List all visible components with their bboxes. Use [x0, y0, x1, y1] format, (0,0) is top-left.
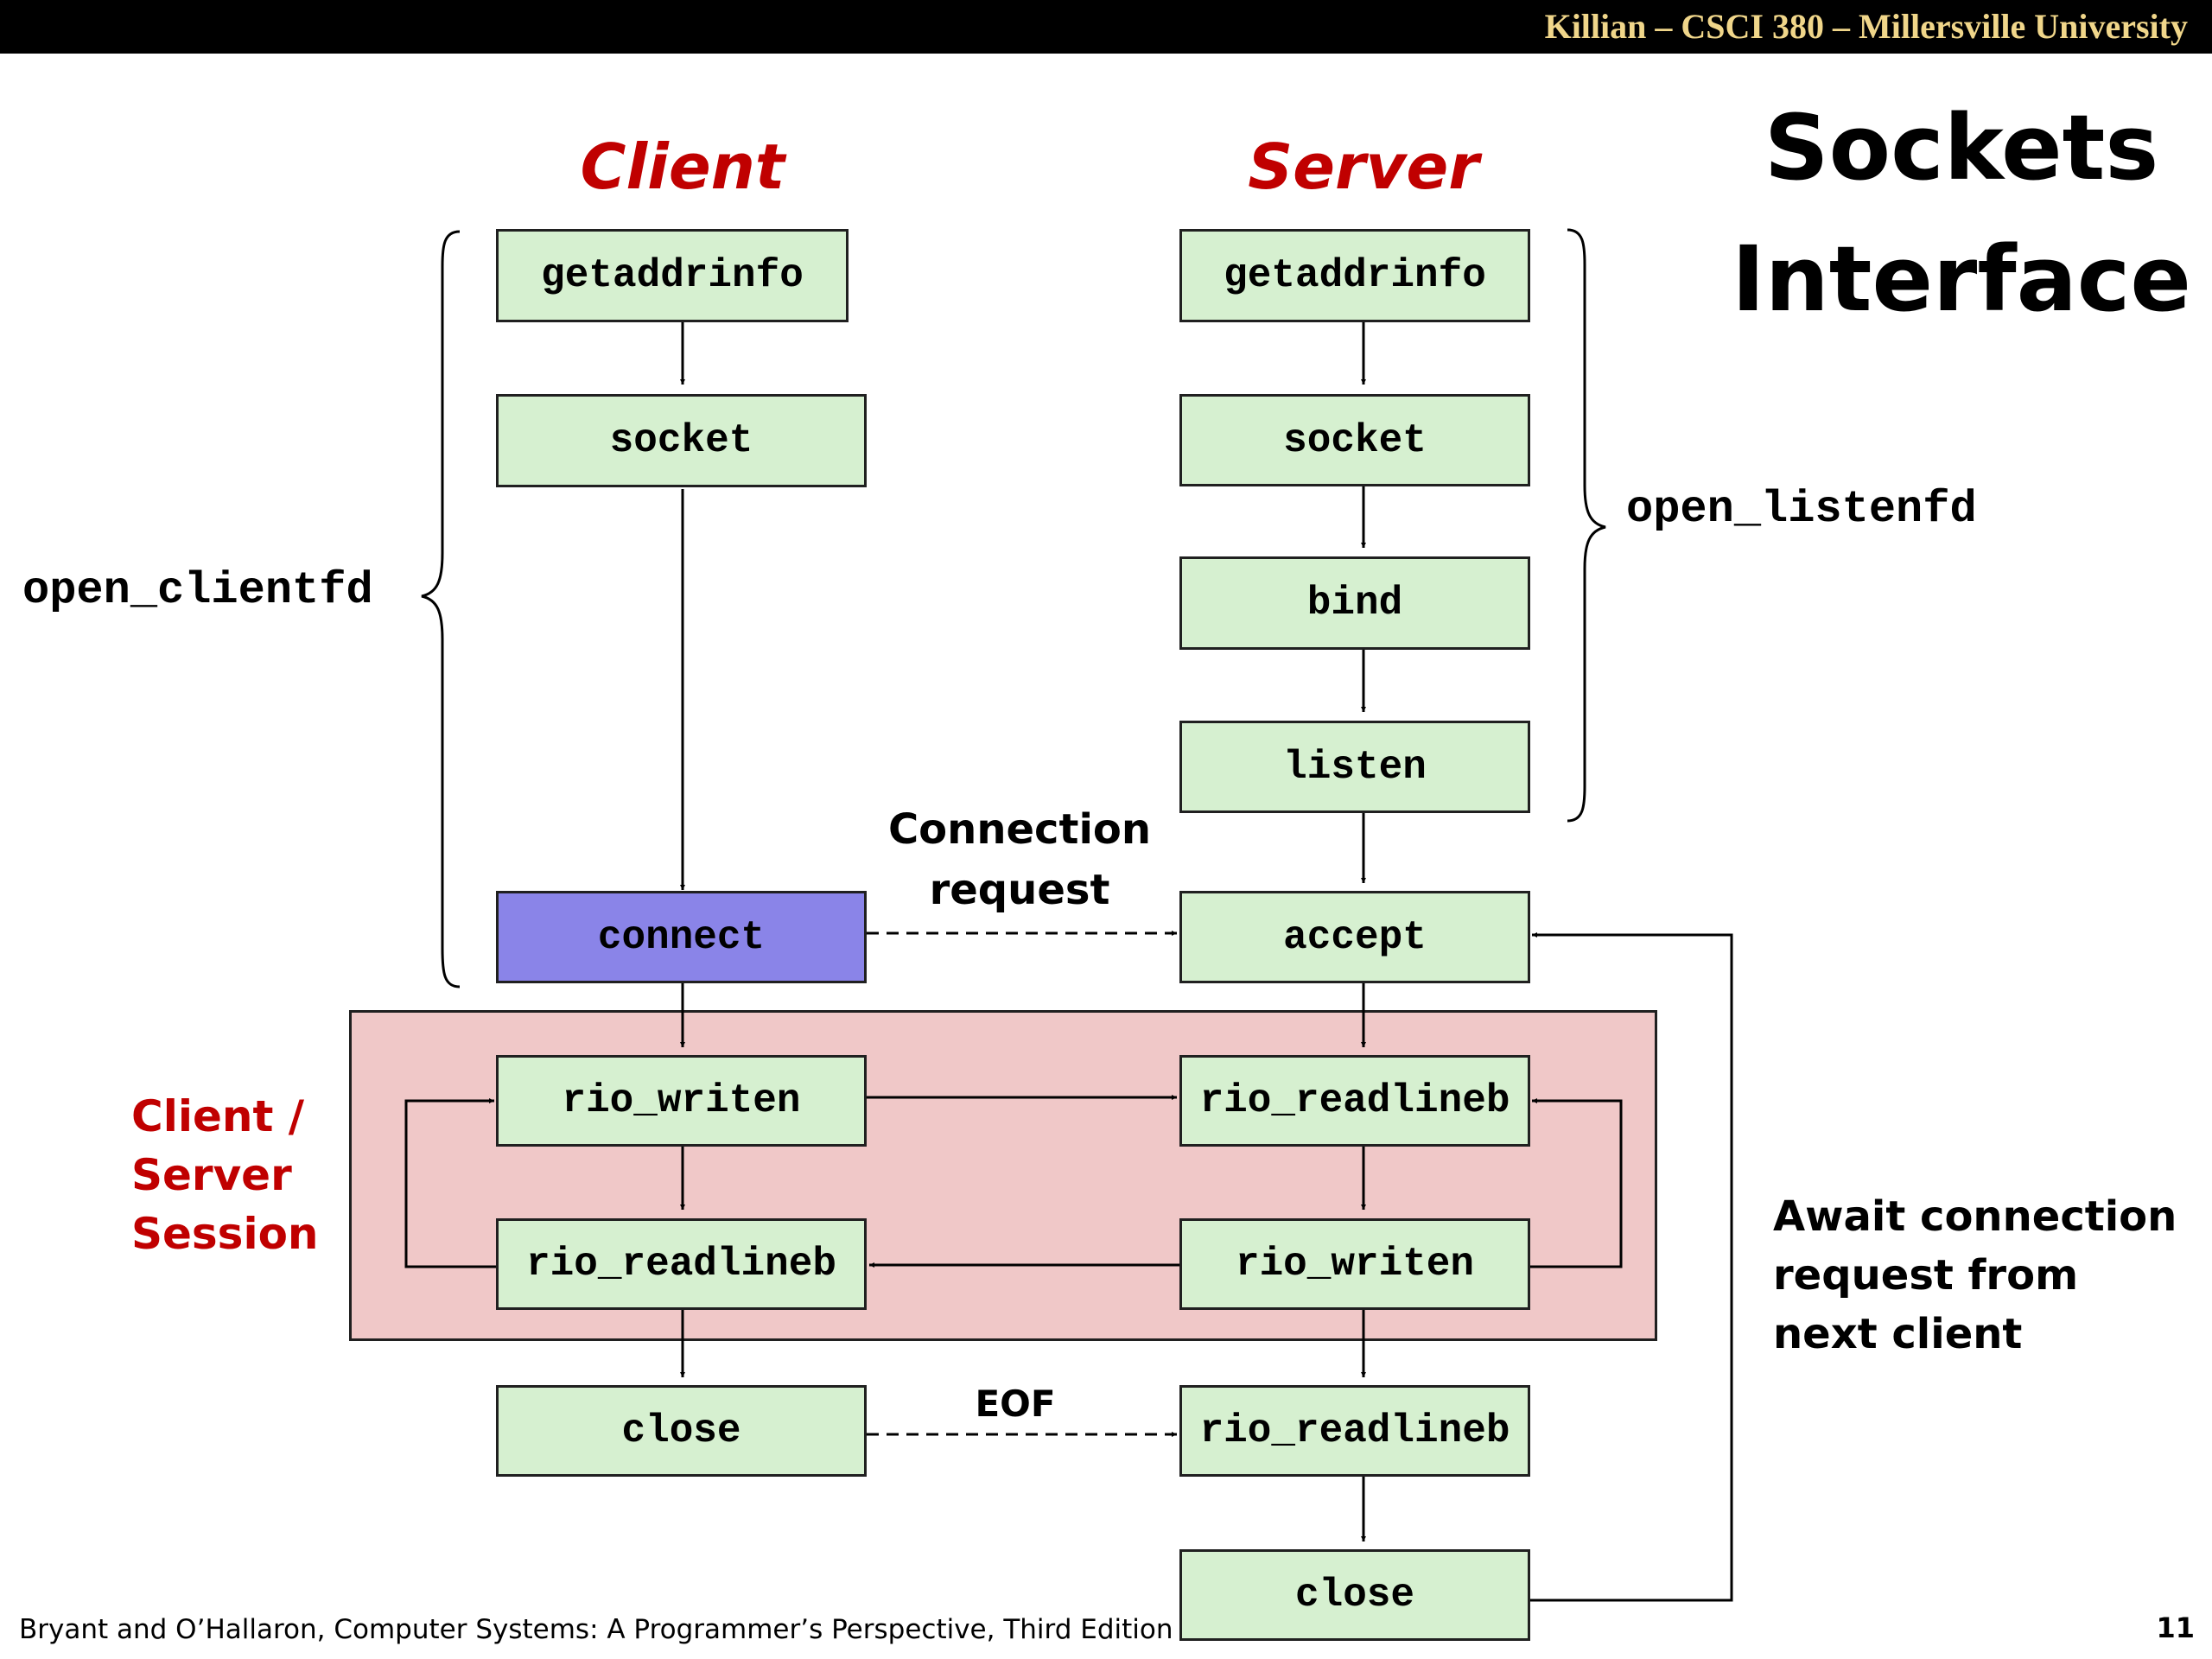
slide-title-line1: Sockets	[1764, 95, 2159, 200]
server-listen-box: listen	[1179, 721, 1530, 813]
arrow-client-loop	[404, 1098, 497, 1268]
brace-open-clientfd	[421, 230, 461, 988]
client-rio-writen-box: rio_writen	[496, 1055, 867, 1147]
course-title: Killian – CSCI 380 – Millersville Univer…	[1544, 7, 2188, 46]
slide-title: Sockets Interface	[1719, 82, 2203, 345]
open-clientfd-label: open_clientfd	[22, 565, 373, 616]
server-close-box: close	[1179, 1549, 1530, 1641]
page-number: 11	[2156, 1611, 2195, 1644]
server-rio-readlineb-eof-box: rio_readlineb	[1179, 1385, 1530, 1477]
await-next-client-label: Await connection request from next clien…	[1773, 1192, 2177, 1358]
client-heading: Client	[580, 130, 785, 203]
arrow-server-loop	[1529, 1098, 1623, 1268]
server-rio-readlineb-box: rio_readlineb	[1179, 1055, 1530, 1147]
citation-footer: Bryant and O’Hallaron, Computer Systems:…	[19, 1614, 1173, 1645]
client-connect-box: connect	[496, 891, 867, 983]
open-listenfd-label: open_listenfd	[1626, 484, 1977, 535]
eof-label: EOF	[975, 1382, 1056, 1425]
session-label: Client / Server Session	[131, 1091, 319, 1259]
client-close-box: close	[496, 1385, 867, 1477]
arrow-await-next-client	[1529, 932, 1733, 1602]
client-getaddrinfo-box: getaddrinfo	[496, 229, 849, 322]
client-socket-box: socket	[496, 394, 867, 487]
server-socket-box: socket	[1179, 394, 1530, 486]
server-rio-writen-box: rio_writen	[1179, 1218, 1530, 1310]
server-heading: Server	[1248, 130, 1479, 203]
connection-request-label: Connection request	[887, 805, 1152, 914]
brace-open-listenfd	[1567, 228, 1606, 823]
server-getaddrinfo-box: getaddrinfo	[1179, 229, 1530, 322]
header-bar: Killian – CSCI 380 – Millersville Univer…	[0, 0, 2212, 54]
client-rio-readlineb-box: rio_readlineb	[496, 1218, 867, 1310]
slide-title-line2: Interface	[1732, 226, 2191, 332]
server-accept-box: accept	[1179, 891, 1530, 983]
server-bind-box: bind	[1179, 556, 1530, 650]
